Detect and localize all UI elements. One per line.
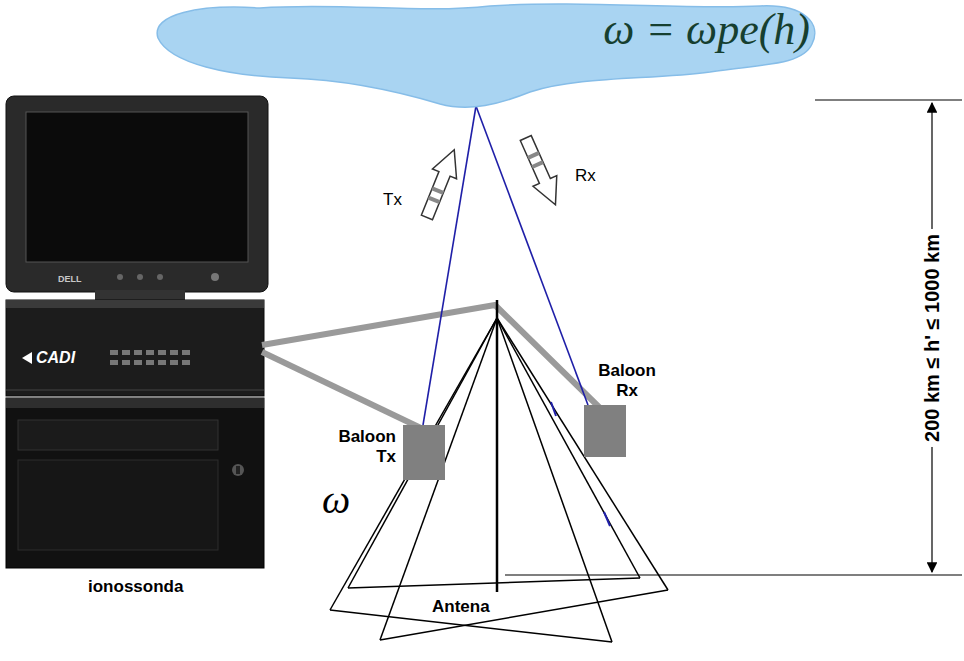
monitor: [137, 274, 143, 280]
cadi-unit: [22, 352, 32, 364]
antenna-tower: [497, 318, 640, 578]
antenna-tower: [497, 318, 612, 642]
antenna-label: Antena: [432, 597, 490, 616]
feed-cable: [262, 305, 600, 430]
balun-tick: [604, 512, 610, 526]
antenna-tower: [330, 318, 497, 610]
cadi-unit: [158, 360, 166, 365]
device-label: ionossonda: [88, 577, 183, 597]
cadi-unit: [134, 360, 142, 365]
rack-case: [18, 420, 218, 450]
frequency-symbol: ω: [322, 476, 350, 523]
monitor: [6, 96, 268, 300]
cloud-outline: [157, 4, 815, 107]
signal-path: [476, 106, 588, 405]
signal-label: Rx: [575, 166, 596, 185]
brand-logo: DELL: [58, 274, 82, 284]
rack-case: [18, 460, 218, 550]
antenna-tower: [380, 590, 668, 640]
rack-case: [6, 398, 264, 568]
cadi-unit: [122, 350, 130, 355]
dimension-line: [505, 574, 962, 575]
cadi-unit: [110, 350, 118, 355]
cadi-unit: [6, 300, 264, 396]
tx-arrow: [428, 196, 441, 204]
cadi-unit: [170, 350, 178, 355]
antenna-tower: [330, 300, 668, 642]
tx-balun: Baloon Tx: [403, 425, 445, 480]
cadi-unit: [134, 350, 142, 355]
balun-label: Baloon Tx: [321, 427, 396, 467]
antenna-tower: [496, 300, 499, 592]
antenna-tower: [497, 318, 668, 590]
antenna-tower: [380, 318, 497, 640]
cadi-unit: [6, 390, 264, 391]
cadi-unit: [6, 300, 264, 396]
signal-label: Tx: [383, 190, 402, 209]
rx-arrow: [514, 133, 567, 210]
rack-case: [6, 398, 264, 568]
brand-logo: DELL: [58, 268, 82, 286]
cadi-unit: [122, 360, 130, 365]
monitor: [95, 290, 185, 300]
cadi-unit: [6, 300, 264, 308]
rx-arrow: [531, 160, 544, 169]
feed-cable: [262, 305, 600, 408]
cadi-unit: [110, 360, 118, 365]
brand-logo: CADI: [36, 349, 75, 366]
signal-path: [423, 106, 476, 425]
antenna-tower: [348, 318, 497, 588]
frequency-symbol: ω: [322, 477, 350, 522]
rx-arrow: [514, 133, 567, 210]
plasma-frequency-formula: ω = ωpe(h): [603, 6, 810, 54]
dimension-label: 200 km ≤ h' ≤ 1000 km: [921, 229, 944, 447]
tx-arrow: [431, 186, 444, 194]
cadi-unit: [158, 350, 166, 355]
balun-label: Baloon Rx: [596, 361, 658, 401]
plasma-cloud: ω = ωpe(h): [150, 0, 820, 112]
signal-label: Tx: [383, 190, 402, 210]
brand-logo: CADI: [36, 349, 75, 367]
monitor: [117, 274, 123, 280]
monitor: [26, 112, 248, 262]
dimension-line: [505, 100, 962, 575]
dimension-line: [815, 99, 962, 100]
rx-balun: Baloon Rx: [584, 405, 626, 457]
cadi-unit: [170, 360, 178, 365]
rack-case: [6, 398, 264, 408]
rack-case: [232, 464, 244, 476]
dimension-label: 200 km ≤ h' ≤ 1000 km: [921, 229, 943, 447]
monitor: [157, 274, 163, 280]
signal-label: Rx: [575, 166, 596, 186]
antenna-tower: [348, 578, 640, 588]
antenna-label: Antena: [432, 597, 490, 617]
device-label: ionossonda: [88, 577, 183, 596]
cadi-unit: [146, 360, 154, 365]
feed-cable: [262, 352, 425, 430]
monitor: [211, 273, 219, 281]
rack-case: [236, 466, 240, 474]
cadi-unit: [182, 350, 190, 355]
rx-arrow: [527, 151, 540, 160]
cadi-unit: [182, 360, 190, 365]
monitor: [6, 96, 268, 292]
cadi-unit: [146, 350, 154, 355]
balun-tick: [551, 402, 556, 416]
